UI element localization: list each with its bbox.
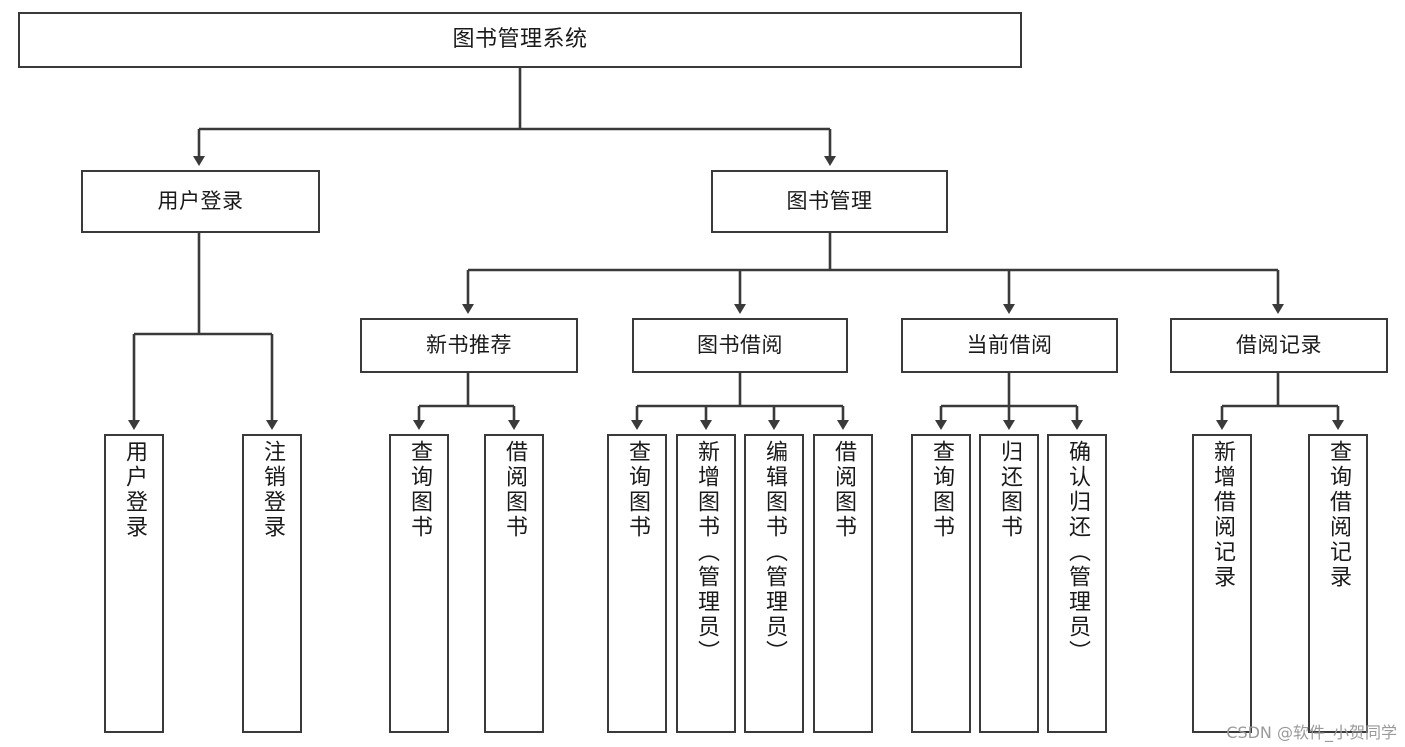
node-label: 归还图书 xyxy=(996,440,1022,540)
node-leaf-borrow-book[interactable]: 借阅图书 xyxy=(813,434,873,733)
watermark-text: CSDN @软件_小贺同学 xyxy=(1226,723,1397,742)
node-label: 查询图书 xyxy=(624,440,650,540)
node-label: 图书管理系统 xyxy=(452,27,588,53)
node-new-book-recommend[interactable]: 新书推荐 xyxy=(360,318,578,373)
node-leaf-user-login[interactable]: 用户登录 xyxy=(104,434,164,733)
node-label: 借阅记录 xyxy=(1236,333,1322,358)
node-leaf-return-book[interactable]: 归还图书 xyxy=(979,434,1039,733)
node-label: 注销登录 xyxy=(259,440,285,540)
node-leaf-query-borrow-record[interactable]: 查询借阅记录 xyxy=(1308,434,1368,733)
node-label: 查询图书 xyxy=(928,440,954,540)
node-leaf-query-book-current[interactable]: 查询图书 xyxy=(911,434,971,733)
node-label: 用户登录 xyxy=(121,440,147,540)
node-current-borrow[interactable]: 当前借阅 xyxy=(901,318,1118,373)
node-book-borrow[interactable]: 图书借阅 xyxy=(632,318,848,373)
node-label: 新书推荐 xyxy=(426,333,512,358)
node-label: 用户登录 xyxy=(157,189,244,214)
node-label: 新增图书（管理员） xyxy=(693,440,719,665)
node-leaf-add-book-admin[interactable]: 新增图书（管理员） xyxy=(676,434,736,733)
node-label: 确认归还（管理员） xyxy=(1064,440,1090,665)
node-label: 图书管理 xyxy=(786,189,873,214)
node-leaf-borrow-book-recommend[interactable]: 借阅图书 xyxy=(484,434,544,733)
node-label: 借阅图书 xyxy=(501,440,527,540)
node-user-login[interactable]: 用户登录 xyxy=(81,170,320,233)
node-leaf-confirm-return-admin[interactable]: 确认归还（管理员） xyxy=(1047,434,1107,733)
node-borrow-record[interactable]: 借阅记录 xyxy=(1170,318,1388,373)
node-leaf-query-book-recommend[interactable]: 查询图书 xyxy=(389,434,449,733)
node-leaf-query-book-borrow[interactable]: 查询图书 xyxy=(607,434,667,733)
node-label: 编辑图书（管理员） xyxy=(761,440,787,665)
node-label: 新增借阅记录 xyxy=(1209,440,1235,590)
node-book-management[interactable]: 图书管理 xyxy=(711,170,948,233)
node-leaf-edit-book-admin[interactable]: 编辑图书（管理员） xyxy=(744,434,804,733)
node-label: 借阅图书 xyxy=(830,440,856,540)
node-leaf-add-borrow-record[interactable]: 新增借阅记录 xyxy=(1192,434,1252,733)
node-label: 图书借阅 xyxy=(697,333,783,358)
node-label: 当前借阅 xyxy=(966,333,1053,358)
node-label: 查询图书 xyxy=(406,440,432,540)
node-root-book-management-system[interactable]: 图书管理系统 xyxy=(18,12,1022,68)
node-label: 查询借阅记录 xyxy=(1325,440,1351,590)
node-leaf-logout[interactable]: 注销登录 xyxy=(242,434,302,733)
